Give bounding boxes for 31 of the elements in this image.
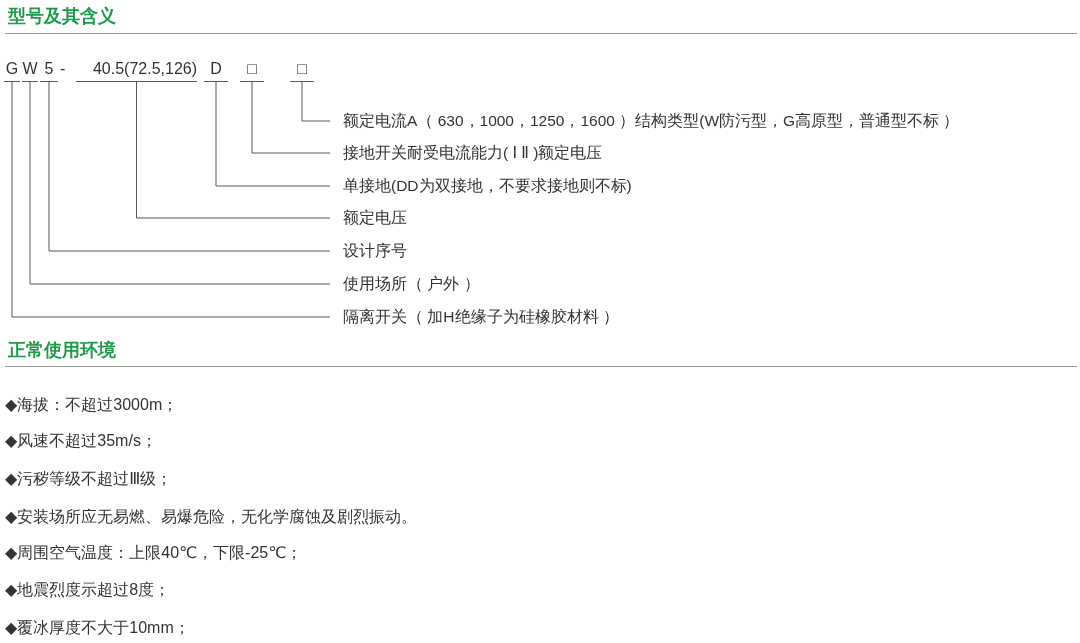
leader-line	[11, 81, 331, 318]
section-heading: 正常使用环境	[8, 339, 116, 362]
leader-line	[215, 81, 331, 187]
leader-line	[301, 81, 331, 122]
description-text: 隔离开关（ 加H绝缘子为硅橡胶材料 ）	[330, 307, 619, 327]
bullet-item: ◆安装场所应无易燃、易爆危险，无化学腐蚀及剧烈振动。	[5, 507, 418, 527]
description-text: 额定电压	[330, 208, 407, 228]
hyphen-separator: -	[60, 59, 66, 79]
code-segment: G	[4, 58, 20, 82]
leader-line	[29, 81, 331, 285]
description-text: 单接地(DD为双接地，不要求接地则不标)	[330, 176, 632, 196]
bullet-item: ◆周围空气温度：上限40℃，下限-25℃；	[5, 543, 303, 563]
leader-line	[136, 81, 331, 219]
description-text: 使用场所（ 户外 ）	[330, 274, 480, 294]
description-text: 额定电流A（ 630，1000，1250，1600 ）结构类型(W防污型，G高原型，普通型不标 ）	[330, 111, 960, 131]
code-segment: 5	[40, 58, 58, 82]
leader-line	[251, 81, 331, 154]
bullet-item: ◆污秽等级不超过Ⅲ级；	[5, 469, 173, 489]
description-text: 设计序号	[330, 241, 407, 261]
section-heading: 型号及其含义	[8, 5, 116, 28]
code-segment: W	[22, 58, 38, 82]
leader-line	[48, 81, 331, 252]
bullet-item: ◆海拔：不超过3000m；	[5, 395, 179, 415]
bullet-item: ◆地震烈度示超过8度；	[5, 580, 171, 600]
code-segment: □	[290, 58, 314, 82]
bullet-item: ◆风速不超过35m/s；	[5, 431, 157, 451]
code-segment: □	[240, 58, 264, 82]
description-text: 接地开关耐受电流能力( Ⅰ Ⅱ )额定电压	[330, 143, 603, 163]
code-segment: D	[204, 58, 228, 82]
bullet-item: ◆覆冰厚度不大于10mm；	[5, 618, 190, 638]
code-segment: 40.5(72.5,126)	[76, 58, 197, 82]
